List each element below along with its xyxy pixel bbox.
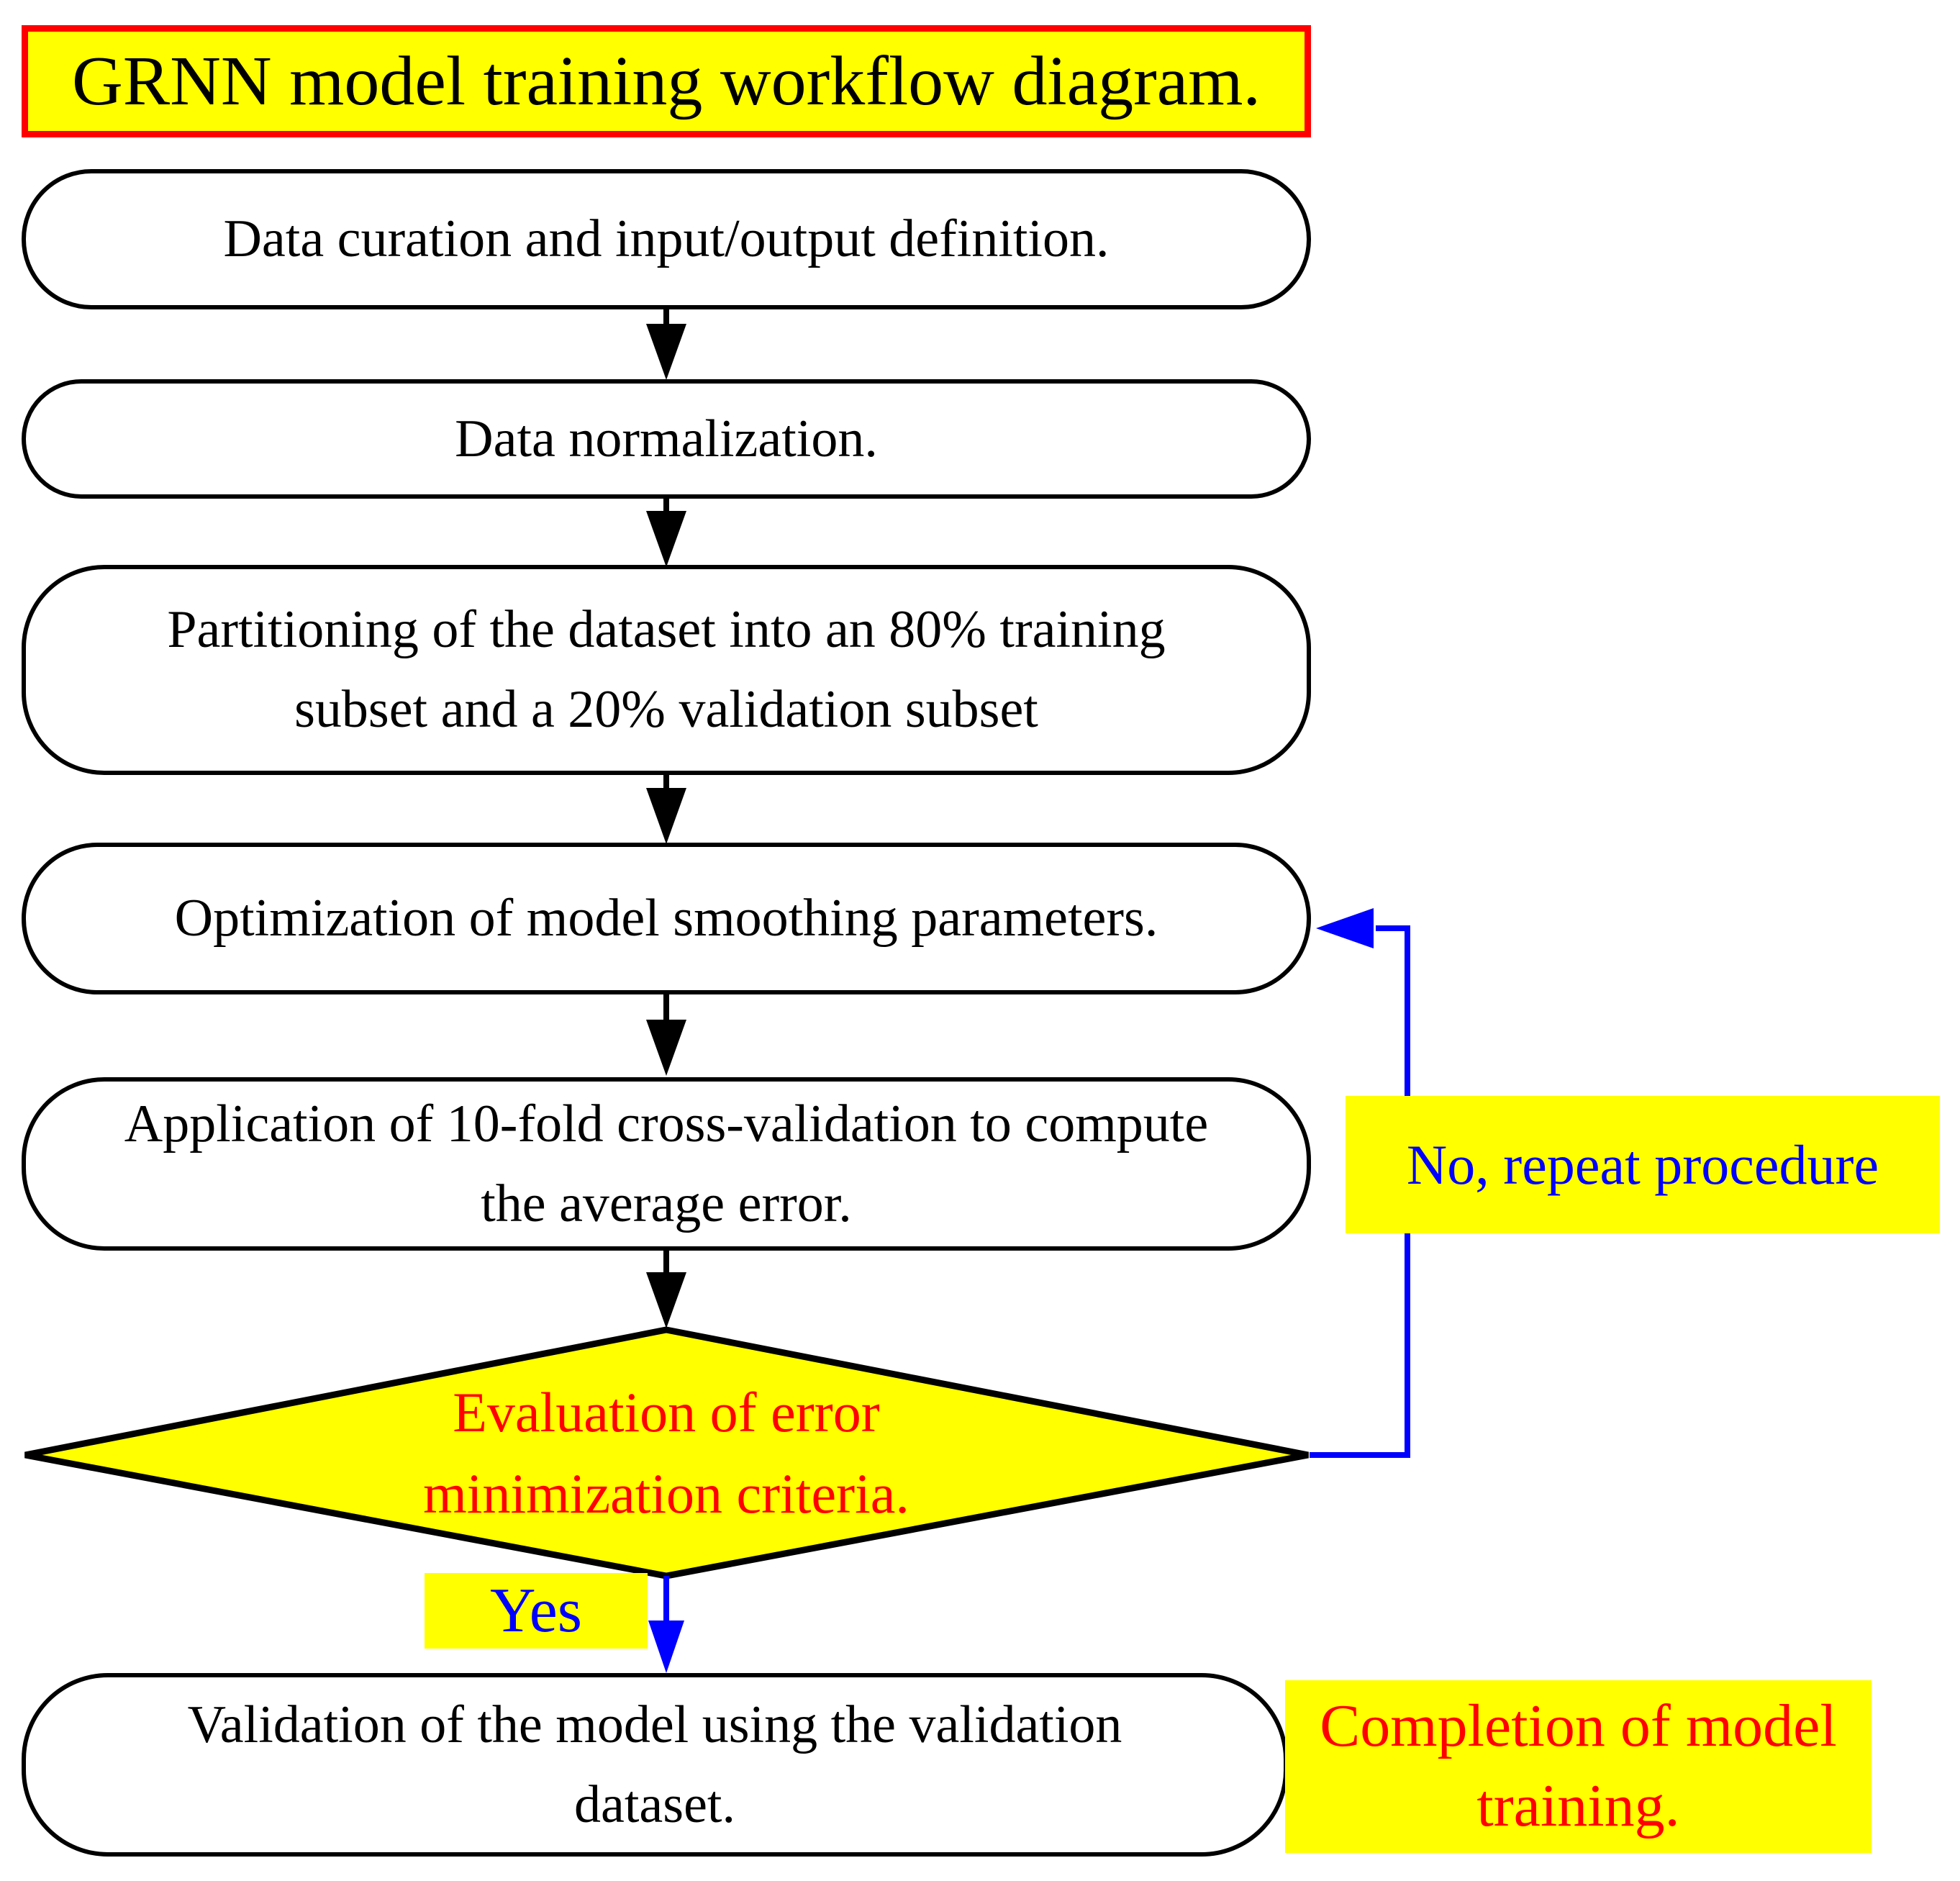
flow-arrow-3-icon — [646, 774, 686, 844]
decision-label: Evaluation of error minimization criteri… — [216, 1369, 1117, 1536]
flow-arrow-2-icon — [646, 497, 686, 567]
no-label: No, repeat procedure — [1346, 1096, 1940, 1233]
node-validation: Validation of the model using the valida… — [22, 1673, 1288, 1857]
node-partitioning-line1: Partitioning of the dataset into an 80% … — [167, 600, 1166, 659]
node-cross-validation: Application of 10-fold cross-validation … — [22, 1077, 1311, 1251]
completion-label: Completion of model training. — [1285, 1680, 1871, 1853]
node-cross-validation-line2: the average error. — [481, 1174, 852, 1233]
node-data-normalization: Data normalization. — [22, 379, 1311, 499]
node-data-normalization-label: Data normalization. — [455, 409, 878, 468]
node-optimization: Optimization of model smoothing paramete… — [22, 843, 1311, 994]
node-partitioning: Partitioning of the dataset into an 80% … — [22, 565, 1311, 775]
yes-arrow-icon — [648, 1576, 684, 1673]
node-data-curation: Data curation and input/output definitio… — [22, 169, 1311, 309]
diagram-title-box: GRNN model training workflow diagram. — [22, 25, 1311, 137]
flow-arrow-1-icon — [646, 308, 686, 380]
node-partitioning-line2: subset and a 20% validation subset — [294, 680, 1038, 739]
decision-line1: Evaluation of error — [453, 1380, 880, 1443]
no-label-text: No, repeat procedure — [1406, 1133, 1879, 1196]
node-cross-validation-line1: Application of 10-fold cross-validation … — [124, 1094, 1209, 1153]
node-optimization-label: Optimization of model smoothing paramete… — [174, 889, 1158, 948]
node-data-curation-label: Data curation and input/output definitio… — [223, 209, 1110, 268]
flow-arrow-5-icon — [646, 1249, 686, 1328]
node-validation-line1: Validation of the model using the valida… — [187, 1695, 1122, 1754]
flow-arrow-4-icon — [646, 993, 686, 1076]
diagram-title: GRNN model training workflow diagram. — [71, 42, 1261, 120]
feedback-arrowhead-icon — [1316, 908, 1374, 948]
decision-line2: minimization criteria. — [423, 1462, 909, 1525]
completion-line1: Completion of model — [1320, 1692, 1837, 1760]
completion-line2: training. — [1476, 1772, 1680, 1839]
yes-label: Yes — [425, 1573, 648, 1649]
node-validation-line2: dataset. — [574, 1775, 735, 1834]
yes-label-text: Yes — [489, 1576, 583, 1646]
